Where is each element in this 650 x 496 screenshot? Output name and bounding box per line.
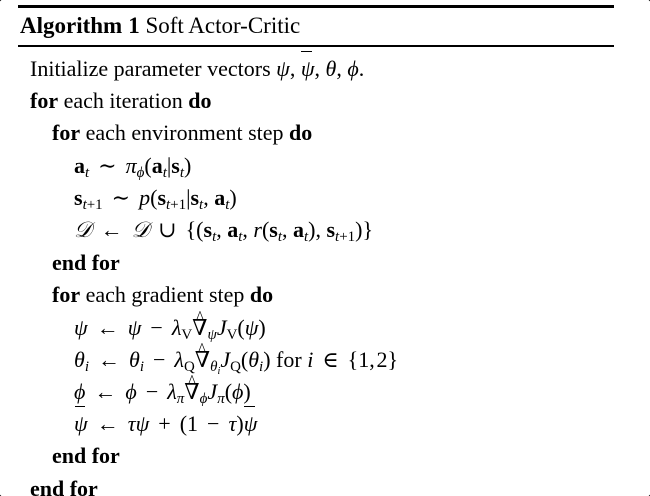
algorithm-body: Initialize parameter vectors ψ, ψ, θ, ϕ.… bbox=[18, 47, 614, 496]
algorithm-top-rule bbox=[18, 5, 614, 8]
algorithm-line-sample-action: at ∼ πϕ(at|st) bbox=[74, 152, 192, 181]
algorithm-line-buffer-update: 𝒟 ← 𝒟 ∪ {(st, at, r(st, at), st+1)} bbox=[74, 217, 374, 246]
algorithm-line-update-phi: ϕ ← ϕ − λπ∇ϕJπ(ϕ) bbox=[18, 376, 614, 408]
algorithm-line-for-env-step: for each environment step do bbox=[52, 120, 313, 146]
algorithm-label: Algorithm bbox=[20, 13, 123, 38]
algorithm-line-update-psi: ψ ← ψ − λV∇ψJV(ψ) bbox=[18, 312, 614, 344]
algorithm-line-end-for-env: end for bbox=[52, 250, 120, 276]
algorithm-number: 1 bbox=[128, 13, 140, 38]
algorithm-line-end-for-iteration: end for bbox=[30, 475, 98, 496]
algorithm-line-for-iteration: for each iteration do bbox=[30, 88, 212, 114]
algorithm-line-for-gradient-step: for each gradient step do bbox=[52, 282, 274, 308]
algorithm-line-sample-next-state: st+1 ∼ p(st+1|st, at) bbox=[74, 184, 237, 213]
algorithm-line-update-psi-bar: ψ ← τψ + (1 − τ)ψ bbox=[18, 406, 614, 440]
algorithm-line-update-theta: θi ← θi − λQ∇θiJQ(θi) for i ∈ {1, 2} bbox=[18, 344, 614, 377]
algorithm-line-init: Initialize parameter vectors ψ, ψ, θ, ϕ. bbox=[18, 51, 614, 85]
algorithm-header-rule bbox=[18, 45, 614, 47]
algorithm-line-end-for-gradient: end for bbox=[52, 443, 120, 469]
algorithm-title: Soft Actor-Critic bbox=[145, 13, 301, 38]
